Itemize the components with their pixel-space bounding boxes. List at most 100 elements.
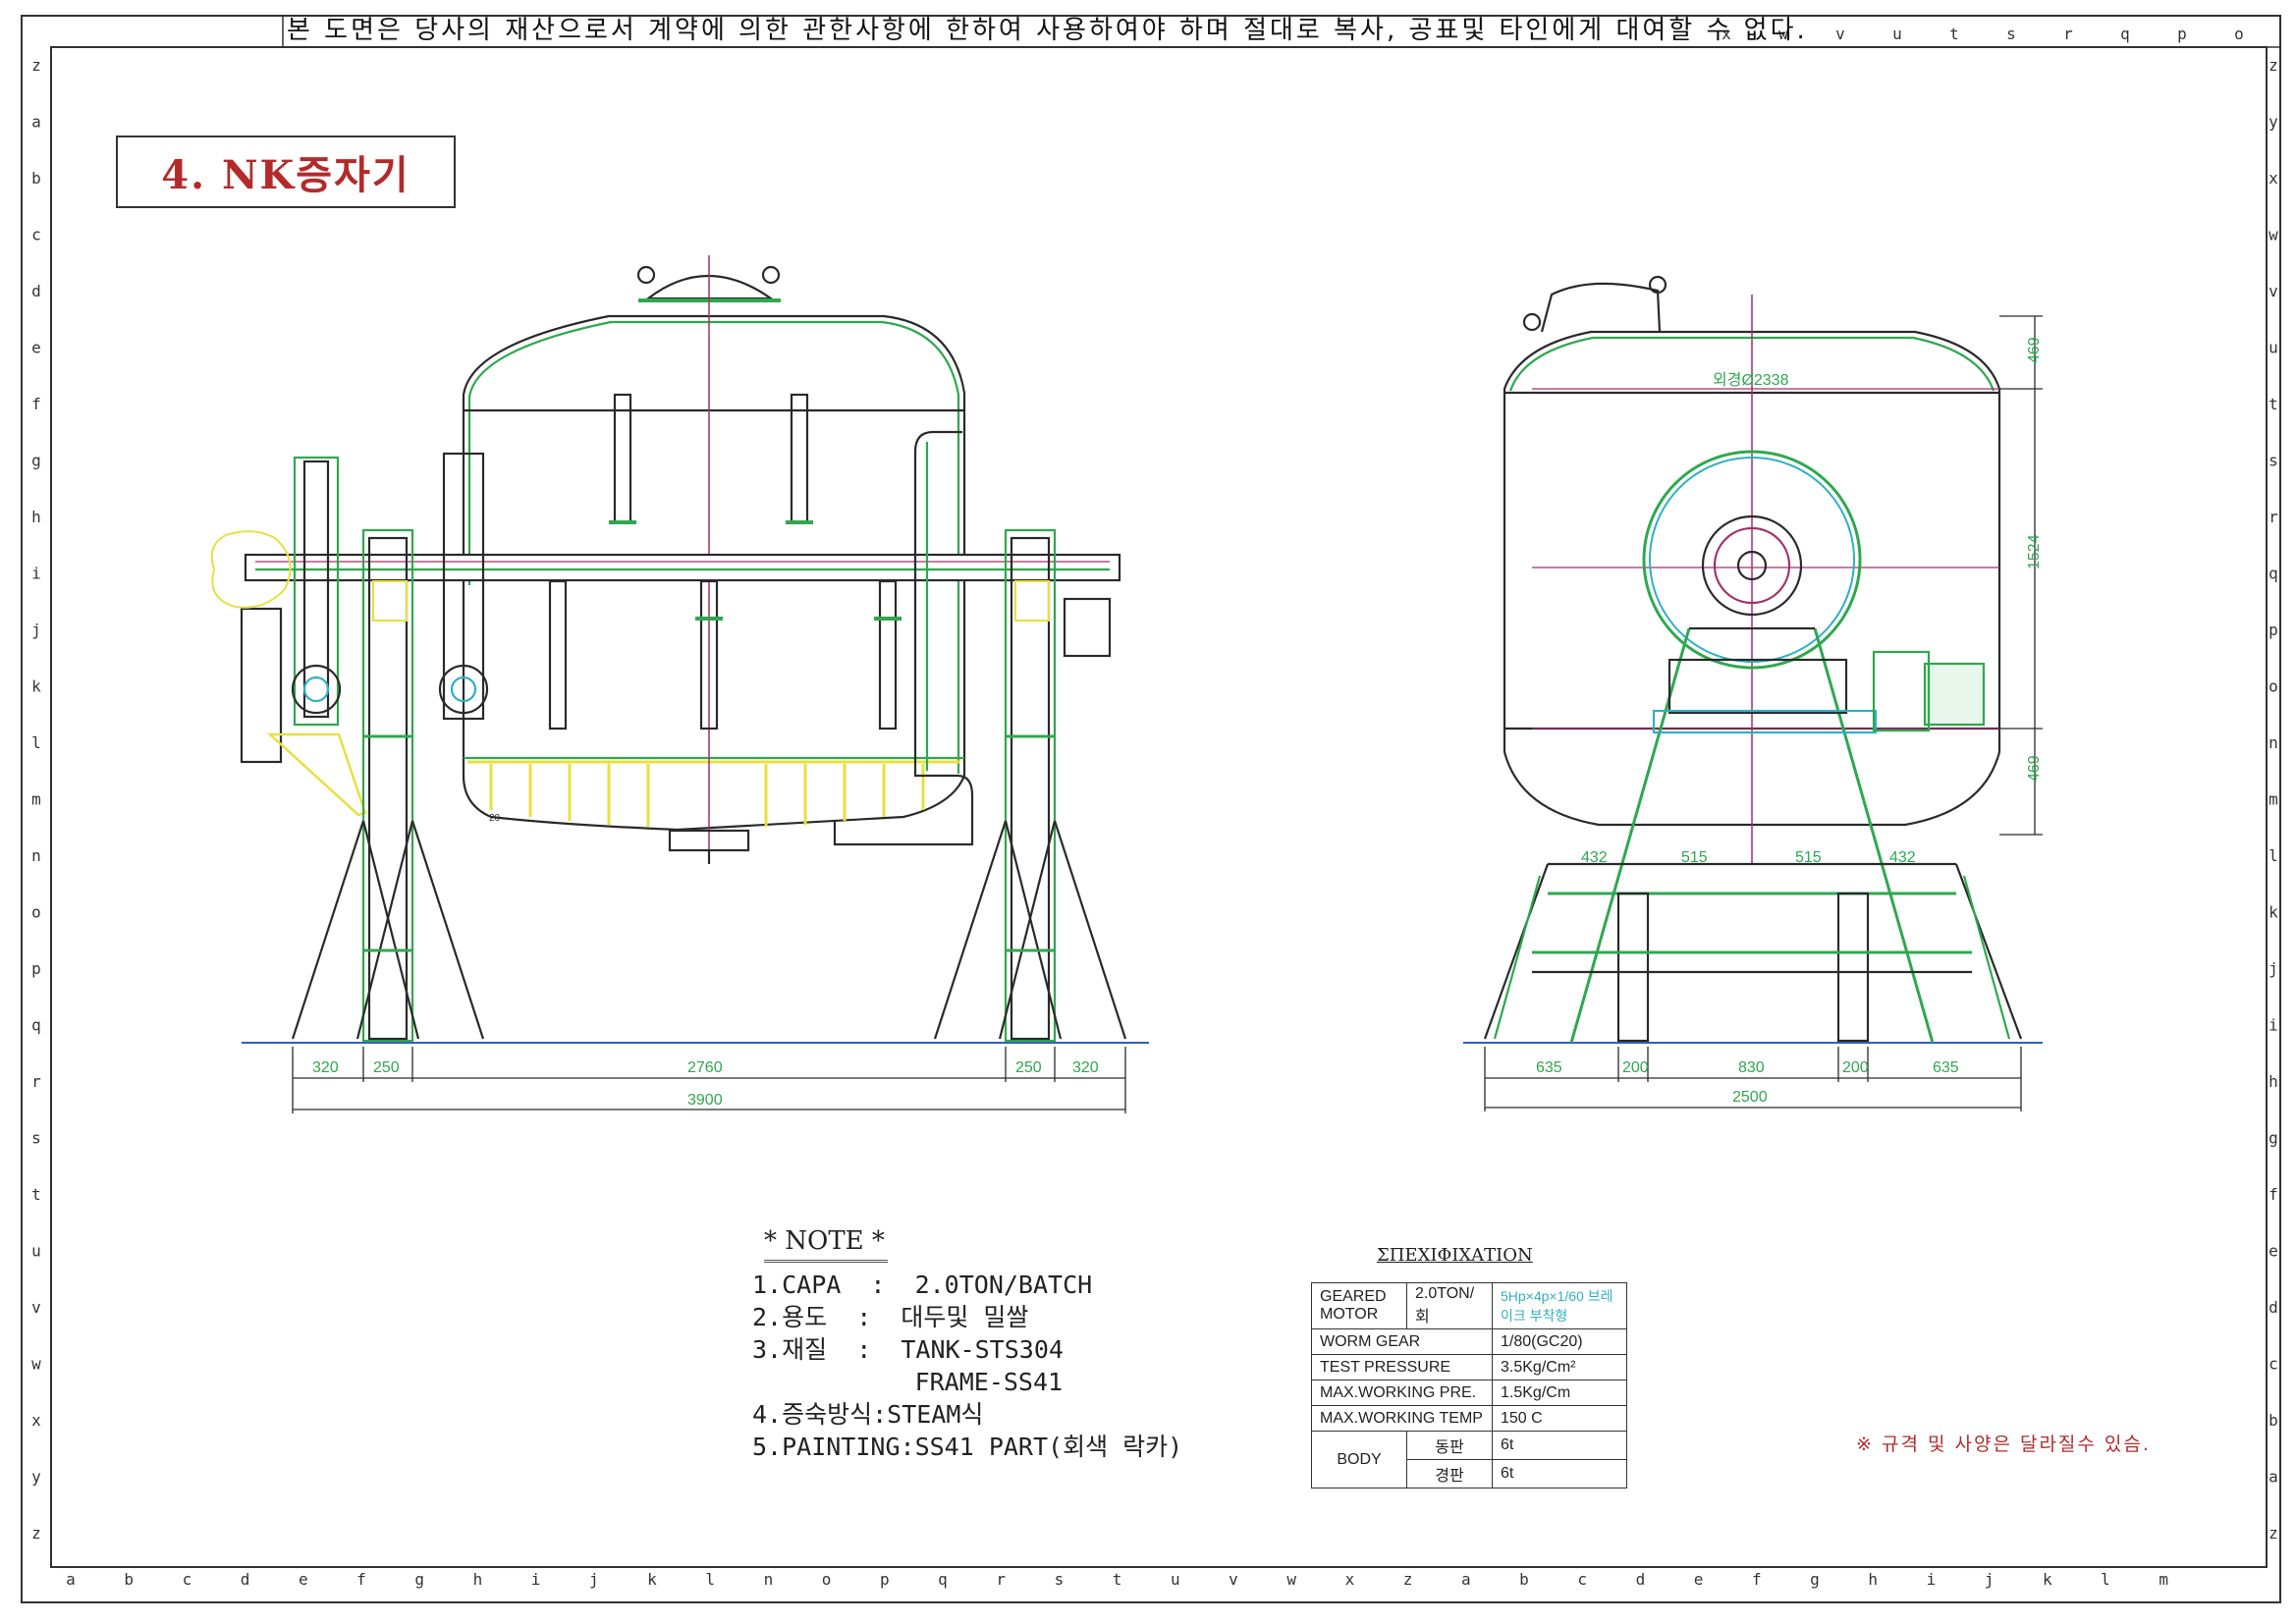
border-letter: z	[2269, 56, 2278, 75]
spec-title: ΣΠΕΧΙΦΙΧΑΤΙΟΝ	[1377, 1245, 1533, 1266]
spec-body-value: 6t	[1492, 1431, 1627, 1460]
spec-row-max-temp: MAX.WORKING TEMP 150 C	[1311, 1405, 1627, 1432]
spec-label: WORM GEAR	[1311, 1328, 1493, 1355]
border-letter: a	[2269, 1468, 2278, 1487]
side-manhole-dome	[1540, 282, 1662, 333]
spec-body-label: BODY	[1311, 1431, 1407, 1489]
front-left-column-inner	[302, 460, 330, 719]
front-left-coupling-highlight	[210, 530, 292, 609]
border-letter: g	[414, 1570, 424, 1589]
border-letter: w	[2269, 226, 2278, 244]
side-motor-inner	[1713, 526, 1791, 605]
side-dim-diameter: 외경Ø2338	[1713, 371, 1789, 389]
border-letter: f	[1752, 1570, 1762, 1589]
border-letter: s	[1055, 1570, 1065, 1589]
side-dim-1524: 1524	[2026, 534, 2043, 569]
side-dim-432-right: 432	[1889, 849, 1916, 866]
border-letter: r	[31, 1072, 41, 1091]
note-line-5: 4.증숙방식:STEAM식	[752, 1400, 984, 1429]
spec-label: MAX.WORKING TEMP	[1311, 1405, 1493, 1432]
border-letter: w	[1778, 25, 1788, 43]
border-letter: f	[31, 395, 41, 413]
side-view	[1463, 275, 2043, 1044]
front-dim-250-right: 250	[1015, 1059, 1042, 1076]
border-letter: t	[2269, 395, 2278, 413]
border-letter: h	[31, 508, 41, 526]
border-letter: p	[880, 1570, 890, 1589]
side-motor-hub	[1736, 550, 1768, 581]
border-letter: v	[1835, 25, 1845, 43]
note-line-4: FRAME-SS41	[752, 1368, 1064, 1396]
note-line-1: 1.CAPA : 2.0TON/BATCH	[752, 1271, 1093, 1299]
spec-body-sub: 경판	[1406, 1459, 1493, 1489]
border-letter: u	[2269, 339, 2278, 357]
front-jacket-pipes	[548, 393, 902, 731]
side-ring-outer	[1642, 450, 1862, 670]
border-letter: w	[1286, 1570, 1296, 1589]
front-dimension-lines	[292, 1047, 1126, 1113]
front-dim-320-right: 320	[1072, 1059, 1099, 1076]
border-letter: j	[1985, 1570, 1995, 1589]
header-strip	[282, 15, 2281, 48]
border-letter: z	[1403, 1570, 1413, 1589]
spec-value: 1/80(GC20)	[1492, 1328, 1627, 1355]
front-left-gear-inner	[302, 676, 330, 703]
border-letter: e	[1694, 1570, 1704, 1589]
border-letter: d	[1636, 1570, 1646, 1589]
border-letter: s	[31, 1129, 41, 1148]
front-mid-gearbox	[442, 452, 485, 721]
border-letter: i	[1927, 1570, 1937, 1589]
border-letter: c	[1577, 1570, 1587, 1589]
border-letter: j	[589, 1570, 599, 1589]
side-dim-635-left: 635	[1536, 1059, 1562, 1076]
side-manhole-lug-left	[1522, 312, 1542, 332]
spec-mid: 2.0TON/회	[1406, 1282, 1493, 1329]
side-dim-515-right: 515	[1795, 849, 1822, 866]
side-dim-469-bottom: 469	[2026, 755, 2043, 782]
spec-row-test-pressure: TEST PRESSURE 3.5Kg/Cm²	[1311, 1354, 1627, 1380]
border-letter: k	[2043, 1570, 2052, 1589]
border-letter: i	[2269, 1016, 2278, 1035]
border-letter: m	[2269, 790, 2278, 809]
border-letter: c	[31, 226, 41, 244]
side-dim-432-left: 432	[1581, 849, 1608, 866]
border-letter: j	[2269, 959, 2278, 978]
border-letter: m	[31, 790, 41, 809]
border-letter: r	[996, 1570, 1006, 1589]
front-left-leg	[291, 528, 485, 1043]
border-letter: b	[124, 1570, 134, 1589]
border-letter: g	[1810, 1570, 1820, 1589]
spec-body-value: 6t	[1492, 1459, 1627, 1489]
side-tank-green	[1508, 336, 1995, 392]
border-letter: o	[31, 903, 41, 922]
border-letter: d	[2269, 1298, 2278, 1317]
border-letter: x	[1722, 25, 1731, 43]
border-letter: m	[2159, 1570, 2168, 1589]
front-bottom-drains	[489, 764, 925, 827]
border-letter: b	[31, 169, 41, 188]
spec-row-max-pressure: MAX.WORKING PRE. 1.5Kg/Cm	[1311, 1380, 1627, 1406]
border-letter: h	[1868, 1570, 1878, 1589]
border-letter: g	[2269, 1129, 2278, 1148]
note-block: * NOTE * 1.CAPA : 2.0TON/BATCH 2.용도 : 대두…	[752, 1225, 1182, 1463]
side-dim-200-left: 200	[1622, 1059, 1649, 1076]
front-steam-pipe	[833, 430, 974, 846]
border-letter: b	[1519, 1570, 1529, 1589]
side-dimension-lines	[1484, 315, 2043, 1111]
border-letter: v	[2269, 282, 2278, 300]
side-gearbox	[1872, 650, 1931, 732]
spec-row-body-1: BODY 동판 6t	[1311, 1431, 1627, 1489]
border-letter: o	[2269, 677, 2278, 696]
front-tank-green	[467, 320, 960, 774]
border-letter: f	[2269, 1185, 2278, 1204]
border-letter: a	[66, 1570, 76, 1589]
front-dim-320-left: 320	[312, 1059, 339, 1076]
side-dim-635-right: 635	[1933, 1059, 1959, 1076]
border-letter: y	[31, 1468, 41, 1487]
border-letter: u	[1892, 25, 1902, 43]
border-letter: k	[31, 677, 41, 696]
spec-body-sub: 동판	[1406, 1431, 1493, 1460]
border-letter: n	[2269, 733, 2278, 752]
